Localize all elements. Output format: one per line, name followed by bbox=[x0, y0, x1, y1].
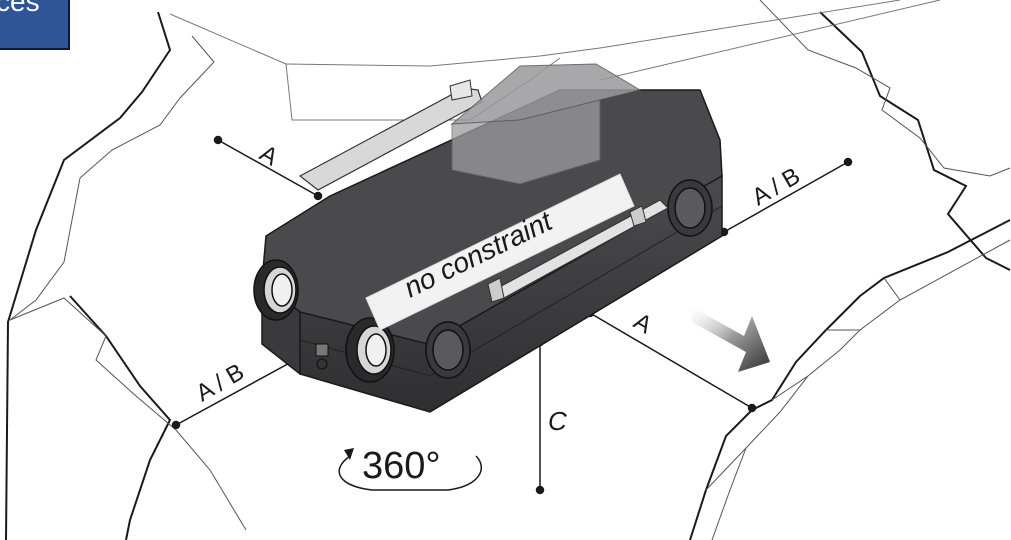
rotation-label: 360° bbox=[362, 445, 441, 487]
ventilation-unit: no constraint bbox=[253, 63, 723, 413]
direction-arrow bbox=[690, 306, 770, 372]
right-wall-outer bbox=[819, 11, 1011, 271]
left-wall-lower-inner bbox=[9, 297, 247, 531]
port-left-2 bbox=[345, 317, 395, 383]
port-right bbox=[667, 179, 713, 237]
rotation-arc bbox=[338, 455, 482, 491]
unit-seam bbox=[299, 205, 723, 377]
banner-background bbox=[365, 173, 635, 331]
dim-dot-a-top-2 bbox=[313, 191, 323, 201]
mounting-bracket-back-tab bbox=[449, 79, 473, 101]
right-wall-inner bbox=[759, 0, 1011, 177]
dim-dot-ab-right-2 bbox=[843, 157, 853, 167]
dim-dot-c-2 bbox=[535, 485, 545, 495]
dim-dot-ab-left-1 bbox=[171, 420, 181, 430]
mounting-bracket-front-tab-2 bbox=[629, 205, 647, 227]
right-wall-lower-inner bbox=[711, 239, 1011, 540]
rotation-indicator: 360° bbox=[338, 445, 482, 491]
rotation-arrowhead bbox=[344, 448, 354, 460]
dim-line-a-front bbox=[589, 312, 753, 409]
dim-line-ab-right bbox=[723, 161, 849, 233]
duct-box-front bbox=[451, 99, 601, 185]
left-wall-lower bbox=[69, 295, 172, 540]
dim-line-ab-left bbox=[175, 353, 307, 426]
corner-badge: ces bbox=[0, 0, 70, 50]
right-wall-seg bbox=[705, 277, 901, 491]
dim-line-a-top bbox=[217, 139, 319, 197]
room-walls bbox=[5, 0, 1011, 540]
mounting-bracket-front-tab-1 bbox=[487, 277, 505, 303]
corner-badge-text: ces bbox=[0, 0, 40, 17]
label-ab-left: A / B bbox=[192, 358, 249, 407]
latch bbox=[315, 343, 329, 370]
port-front bbox=[425, 321, 471, 379]
mounting-bracket-back bbox=[298, 87, 483, 191]
label-c: C bbox=[548, 406, 567, 436]
label-a-top: A bbox=[255, 140, 282, 171]
port-left-1 bbox=[253, 259, 299, 321]
dim-dot-a-top-1 bbox=[213, 135, 223, 145]
label-a-front: A bbox=[629, 308, 656, 339]
left-wall-inner bbox=[9, 35, 215, 321]
right-wall-lower bbox=[689, 219, 1011, 540]
dim-dot-a-front-2 bbox=[747, 403, 757, 413]
left-wall-outer bbox=[5, 11, 172, 540]
label-ab-right: A / B bbox=[748, 162, 805, 211]
